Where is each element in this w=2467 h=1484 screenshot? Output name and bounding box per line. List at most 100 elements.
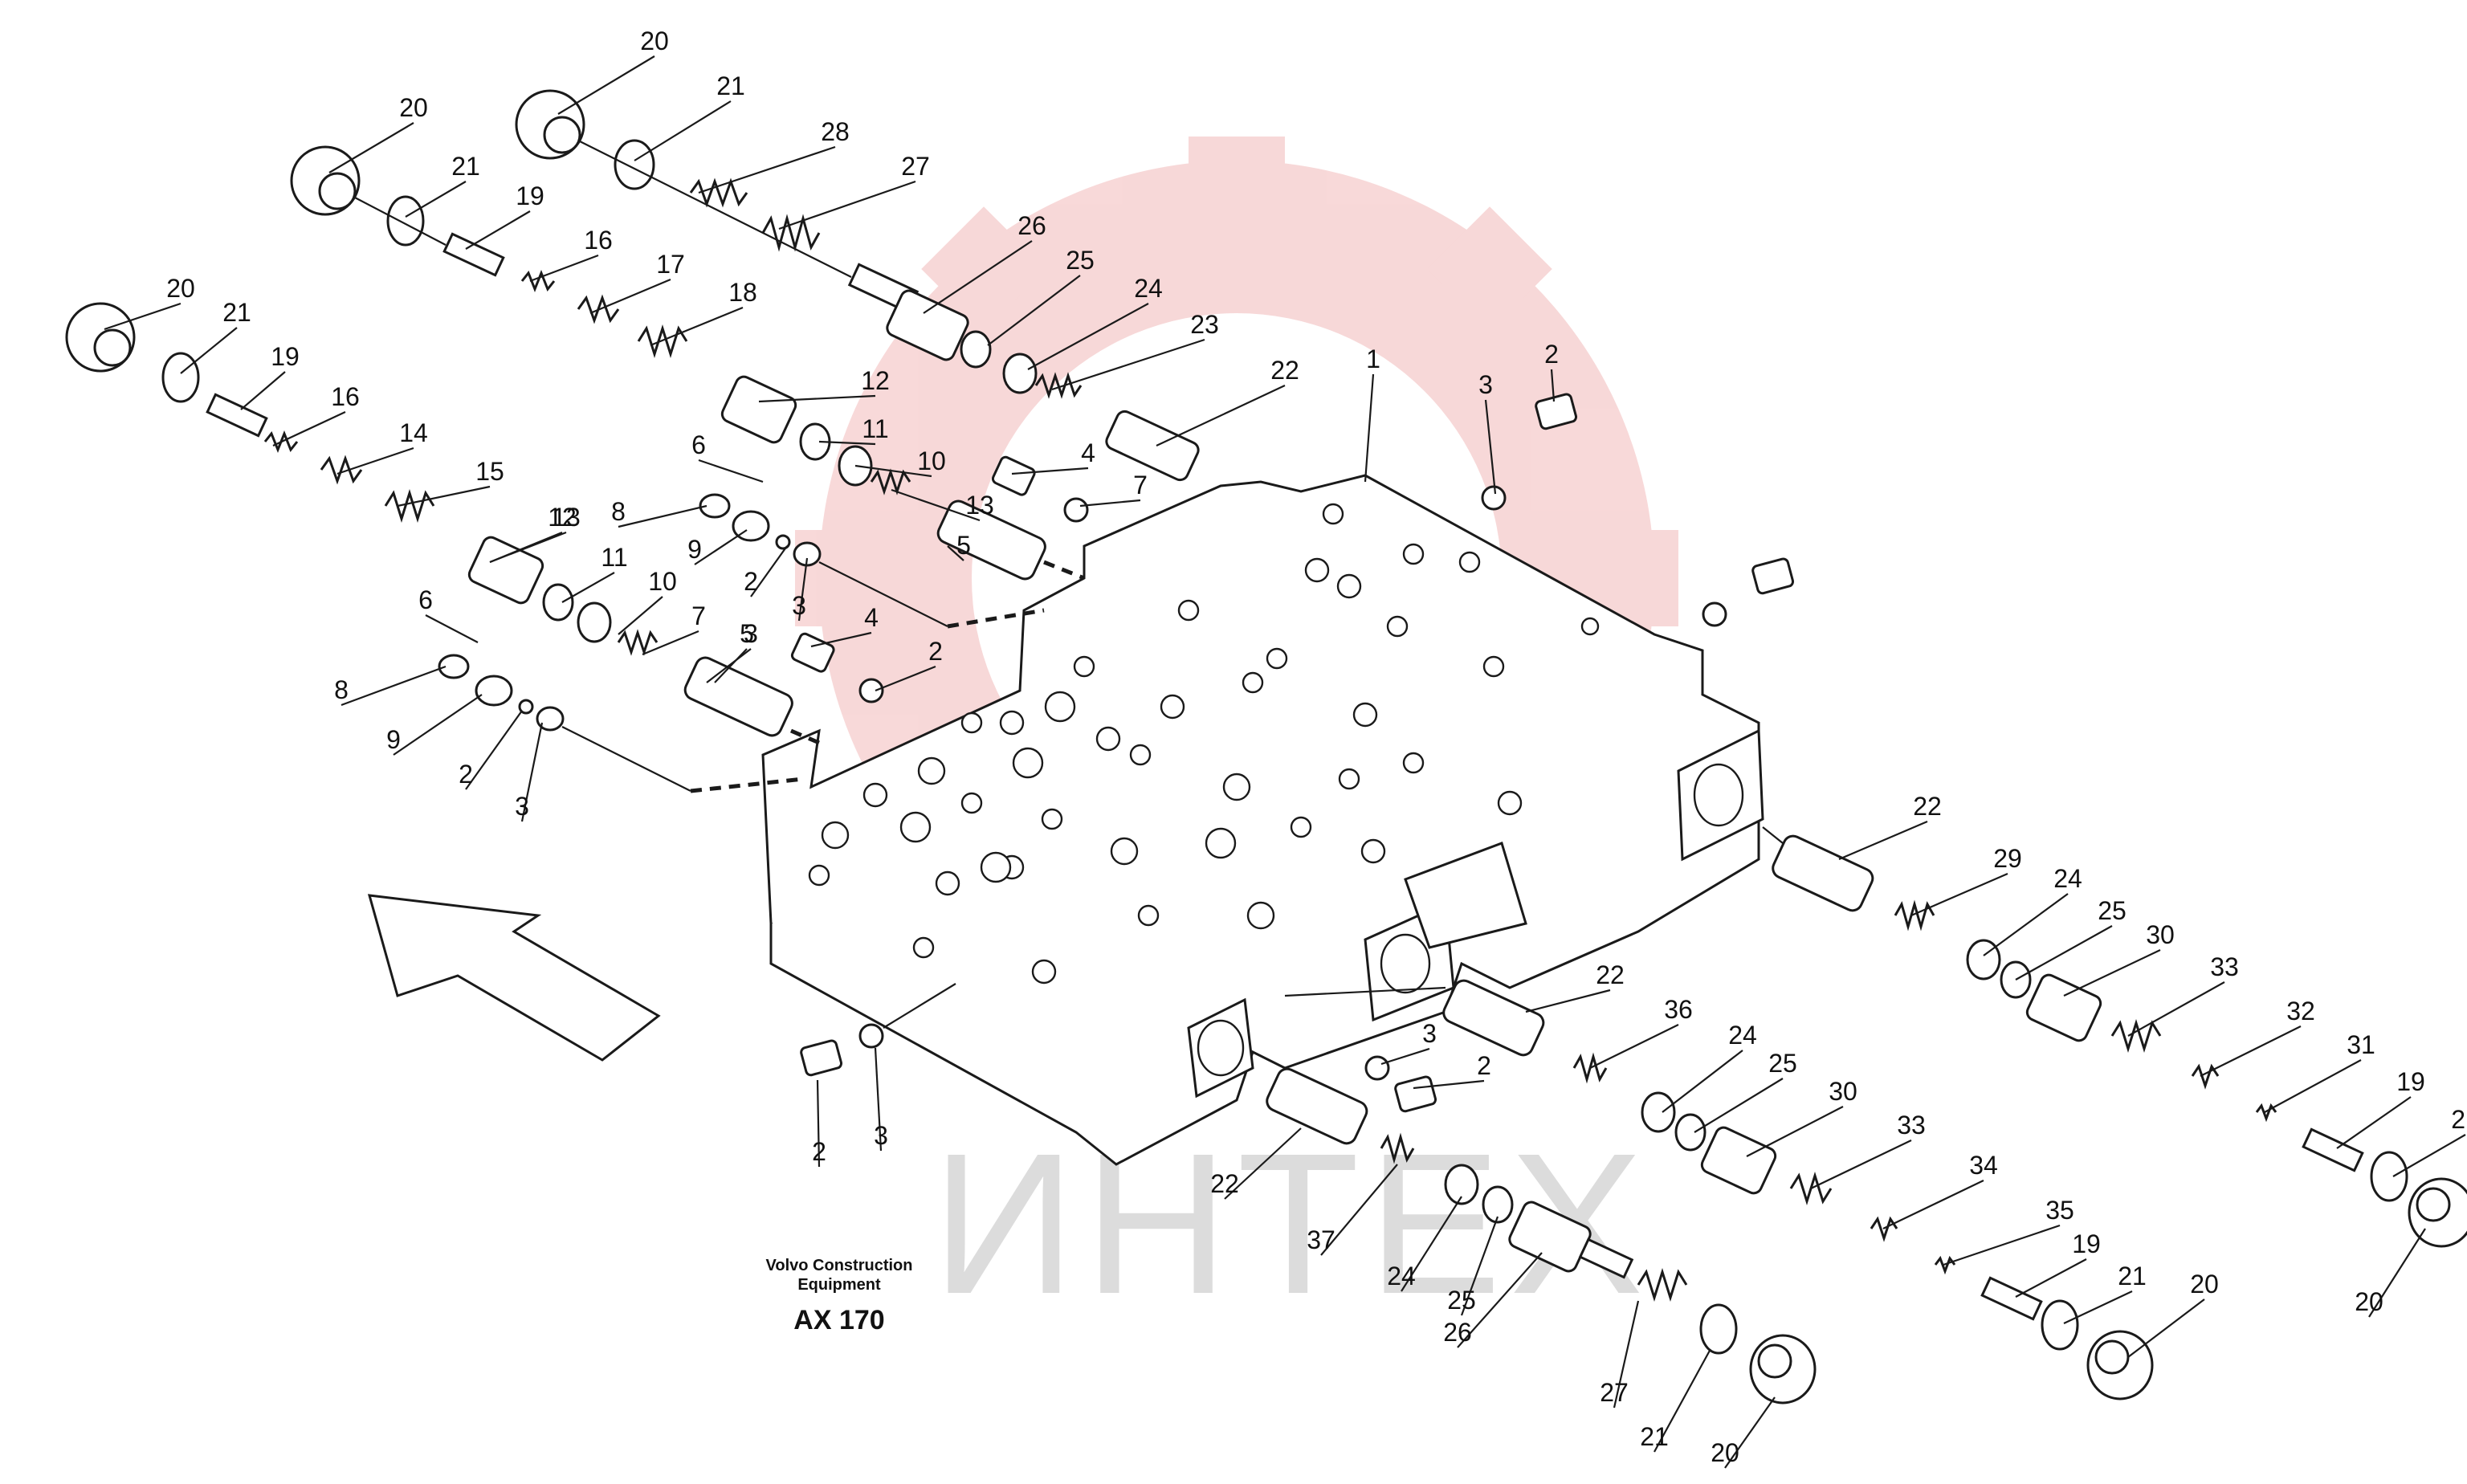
callout-number: 24	[1387, 1262, 1416, 1290]
callout-leader	[1051, 338, 1205, 391]
callout-leader	[336, 446, 414, 475]
callout-number: 5	[956, 531, 971, 560]
callout-number: 19	[2396, 1067, 2425, 1096]
callout-number: 3	[1478, 370, 1493, 399]
callout-number: 20	[640, 26, 669, 55]
spool-assembly-third	[65, 302, 884, 793]
callout-number: 2	[1544, 340, 1559, 369]
callout-leader	[650, 306, 744, 347]
callout-number: 36	[1664, 995, 1693, 1024]
callout-leader	[2015, 925, 2113, 980]
callout-number: 3	[515, 792, 529, 821]
callout-number: 3	[1422, 1019, 1437, 1048]
callout-number: 6	[418, 585, 433, 614]
callout-leader	[425, 614, 479, 643]
callout-leader	[1011, 467, 1089, 475]
callout-leader	[1079, 499, 1141, 508]
callout-number: 25	[1066, 246, 1095, 275]
callout-number: 8	[611, 497, 626, 526]
callout-leader	[923, 240, 1033, 314]
callout-number: 24	[1728, 1021, 1757, 1050]
callout-number: 22	[1270, 356, 1299, 385]
callout-leader	[1457, 1252, 1543, 1348]
callout-leader	[714, 648, 748, 683]
callout-leader	[758, 394, 876, 403]
callout-leader	[1589, 1024, 1679, 1069]
callout-leader	[1364, 373, 1375, 483]
callout-number: 11	[601, 543, 627, 572]
callout-number: 21	[2451, 1105, 2467, 1134]
spool-assembly-right	[1762, 826, 2467, 1248]
callout-leader	[104, 302, 181, 331]
callout-number: 30	[1829, 1077, 1857, 1106]
callout-number: 19	[271, 342, 300, 371]
callout-leader	[618, 596, 663, 635]
callout-number: 21	[222, 298, 251, 327]
callout-number: 7	[691, 601, 706, 630]
callout-number: 13	[552, 503, 581, 532]
callout-number: 20	[399, 93, 428, 122]
callout-leader	[1460, 1216, 1499, 1316]
callout-number: 33	[1897, 1111, 1926, 1140]
callout-number: 21	[1640, 1422, 1669, 1451]
callout-leader	[2264, 1059, 2362, 1113]
callout-number: 27	[901, 152, 930, 181]
callout-number: 3	[744, 619, 758, 648]
callout-leader	[1662, 1050, 1743, 1113]
callout-leader	[180, 327, 238, 374]
callout-leader	[340, 665, 447, 707]
callout-number: 6	[691, 430, 706, 459]
callout-leader	[987, 275, 1081, 346]
callout-number: 21	[451, 152, 480, 181]
callout-leader	[328, 122, 414, 173]
callout-leader	[2368, 1228, 2426, 1318]
callout-leader	[694, 529, 748, 565]
callout-number: 4	[1081, 438, 1095, 467]
callout-number: 25	[2098, 896, 2127, 925]
model-label: AX 170	[793, 1305, 884, 1335]
callout-leader	[1401, 1196, 1462, 1292]
callout-number: 30	[2146, 920, 2175, 949]
callout-number: 15	[475, 457, 504, 486]
callout-leader	[816, 1079, 821, 1168]
callout-number: 26	[1443, 1318, 1472, 1347]
callout-number: 32	[2286, 997, 2315, 1025]
callout-number: 1	[1366, 344, 1380, 373]
callout-leader	[2063, 1290, 2133, 1324]
callout-number: 13	[965, 491, 994, 520]
callout-leader	[2392, 1134, 2466, 1177]
callout-number: 16	[584, 226, 613, 255]
callout-number: 21	[716, 71, 745, 100]
callout-leader	[1810, 1140, 1912, 1189]
callout-leader	[272, 411, 346, 446]
callout-leader	[642, 630, 699, 656]
maker-line-1: Volvo Construction	[766, 1257, 913, 1274]
callout-leader	[778, 180, 916, 230]
callout-leader	[589, 278, 671, 315]
callout-number: 12	[548, 503, 577, 532]
direction-arrow	[367, 894, 661, 1062]
callout-leader	[393, 694, 483, 756]
callout-leader	[1320, 1164, 1398, 1256]
callout-leader	[634, 100, 732, 161]
callout-number: 3	[792, 591, 806, 620]
callout-leader	[1746, 1106, 1844, 1157]
fittings-bottom-left	[800, 393, 1795, 1113]
callout-leader	[1882, 1180, 1984, 1229]
callout-number: 37	[1307, 1225, 1335, 1254]
callout-leader	[891, 488, 981, 522]
block-holes	[808, 503, 1600, 985]
callout-number: 22	[1596, 960, 1625, 989]
callout-leader	[2015, 1258, 2087, 1298]
callout-leader	[750, 545, 788, 597]
callout-leader	[2127, 981, 2225, 1037]
callout-leader	[1380, 1047, 1430, 1066]
callout-leader	[405, 181, 467, 218]
callout-number: 24	[1134, 274, 1163, 303]
callout-leader	[1654, 1348, 1711, 1453]
callout-number: 31	[2347, 1030, 2375, 1059]
callout-leader	[1484, 399, 1497, 495]
callout-number: 7	[1133, 471, 1148, 499]
callout-number: 16	[331, 382, 360, 411]
callout-leader	[520, 722, 544, 822]
